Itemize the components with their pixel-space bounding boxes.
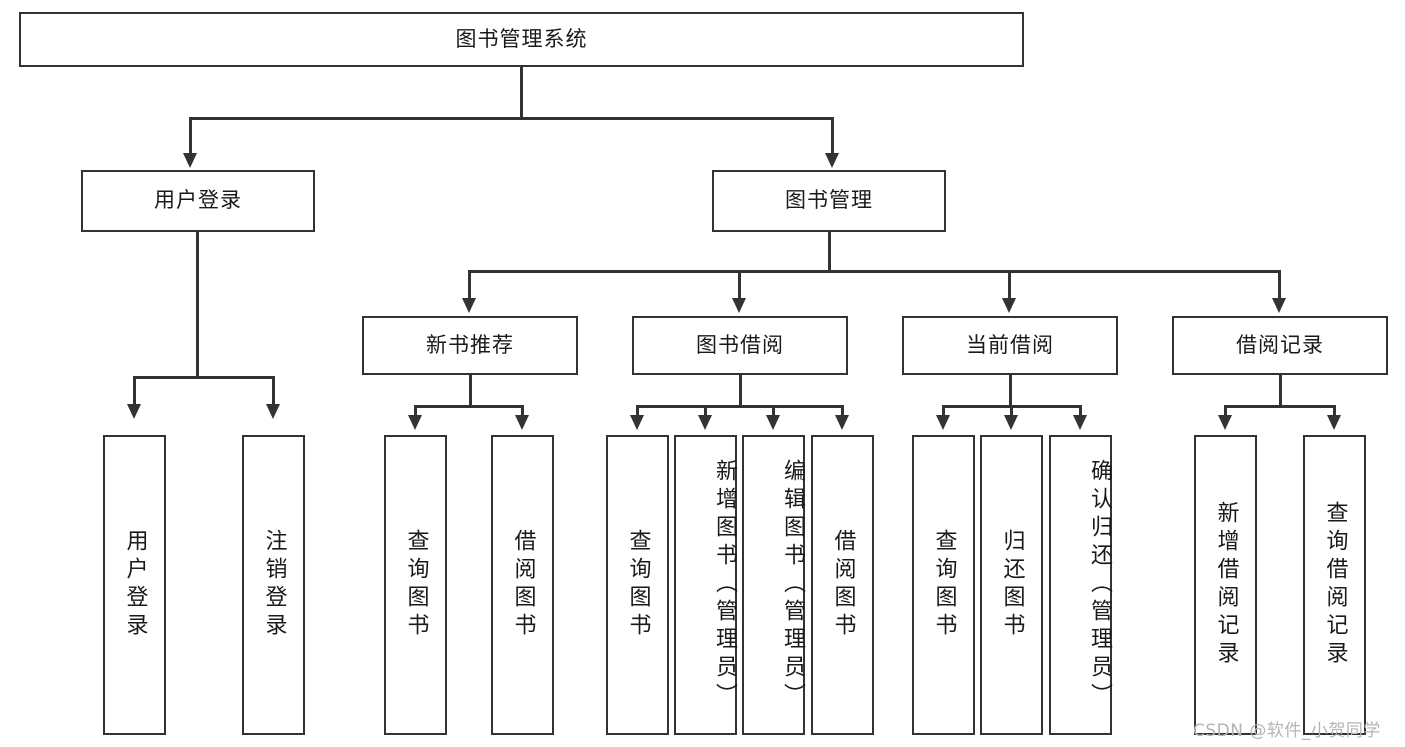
leaf-label: 新增图书（管理员）	[712, 459, 737, 711]
node-book-borrow[interactable]: 图书借阅	[632, 316, 848, 375]
node-book-management[interactable]: 图书管理	[712, 170, 946, 232]
arrow-to-borrow-record	[1272, 298, 1286, 313]
connector-new-book-drop-1	[414, 405, 417, 417]
node-user-login[interactable]: 用户登录	[81, 170, 315, 232]
leaf-label: 查询图书	[403, 529, 429, 641]
connector-current-borrow-drop-2	[1010, 405, 1013, 417]
connector-user-login-drop-2	[272, 376, 275, 406]
connector-book-borrow-drop-2	[704, 405, 707, 417]
node-current-borrow[interactable]: 当前借阅	[902, 316, 1118, 375]
connector-book-borrow-drop-3	[772, 405, 775, 417]
leaf-label: 编辑图书（管理员）	[780, 459, 805, 711]
node-label: 借阅记录	[1236, 332, 1324, 357]
node-label: 新书推荐	[426, 332, 514, 357]
connector-level2-drop-2	[831, 117, 834, 155]
connector-user-login-drop-1	[133, 376, 136, 406]
arrow-to-leaf-query-book-3	[936, 415, 950, 430]
arrow-to-leaf-borrow-book-2	[835, 415, 849, 430]
arrow-to-leaf-borrow-book-1	[515, 415, 529, 430]
arrow-to-leaf-logout	[266, 404, 280, 419]
arrow-to-leaf-user-login	[127, 404, 141, 419]
leaf-confirm-return-admin[interactable]: 确认归还（管理员）	[1049, 435, 1112, 735]
connector-current-borrow-drop-1	[942, 405, 945, 417]
leaf-query-book-current[interactable]: 查询图书	[912, 435, 975, 735]
arrow-to-leaf-add-book	[698, 415, 712, 430]
leaf-label: 用户登录	[122, 529, 148, 641]
leaf-borrow-book-new-recommend[interactable]: 借阅图书	[491, 435, 554, 735]
connector-borrow-record-stem	[1279, 375, 1282, 407]
connector-level2-drop-1	[189, 117, 192, 155]
node-label: 当前借阅	[966, 332, 1054, 357]
leaf-logout[interactable]: 注销登录	[242, 435, 305, 735]
arrow-to-book-management	[825, 153, 839, 168]
leaf-label: 注销登录	[261, 529, 287, 641]
connector-level3-drop-4	[1278, 270, 1281, 300]
connector-book-borrow-stem	[739, 375, 742, 407]
leaf-label: 借阅图书	[830, 529, 856, 641]
arrow-to-leaf-query-borrow-record	[1327, 415, 1341, 430]
connector-borrow-record-drop-2	[1333, 405, 1336, 417]
arrow-to-new-book-recommend	[462, 298, 476, 313]
leaf-label: 借阅图书	[510, 529, 536, 641]
leaf-borrow-book-borrow[interactable]: 借阅图书	[811, 435, 874, 735]
node-root-book-management-system[interactable]: 图书管理系统	[19, 12, 1024, 67]
leaf-query-borrow-record[interactable]: 查询借阅记录	[1303, 435, 1366, 735]
connector-current-borrow-drop-3	[1079, 405, 1082, 417]
connector-root-stem	[520, 67, 523, 118]
leaf-edit-book-admin[interactable]: 编辑图书（管理员）	[742, 435, 805, 735]
node-borrow-record[interactable]: 借阅记录	[1172, 316, 1388, 375]
node-label: 图书管理系统	[455, 26, 588, 51]
node-new-book-recommend[interactable]: 新书推荐	[362, 316, 578, 375]
connector-book-management-stem	[828, 232, 831, 272]
connector-new-book-bus	[414, 405, 524, 408]
connector-borrow-record-bus	[1224, 405, 1336, 408]
connector-book-borrow-drop-4	[841, 405, 844, 417]
connector-level3-bus	[468, 270, 1280, 273]
arrow-to-leaf-query-book-2	[630, 415, 644, 430]
arrow-to-leaf-add-borrow-record	[1218, 415, 1232, 430]
leaf-label: 查询借阅记录	[1322, 501, 1348, 669]
connector-book-borrow-drop-1	[636, 405, 639, 417]
leaf-label: 查询图书	[625, 529, 651, 641]
leaf-return-book[interactable]: 归还图书	[980, 435, 1043, 735]
leaf-user-login[interactable]: 用户登录	[103, 435, 166, 735]
connector-level3-drop-1	[468, 270, 471, 300]
arrow-to-current-borrow	[1002, 298, 1016, 313]
node-label: 图书管理	[785, 188, 873, 213]
connector-new-book-stem	[469, 375, 472, 407]
leaf-label: 新增借阅记录	[1213, 501, 1239, 669]
connector-level3-drop-2	[738, 270, 741, 300]
arrow-to-leaf-edit-book	[766, 415, 780, 430]
leaf-add-borrow-record[interactable]: 新增借阅记录	[1194, 435, 1257, 735]
node-label: 图书借阅	[696, 332, 784, 357]
leaf-label: 确认归还（管理员）	[1087, 459, 1112, 711]
leaf-label: 归还图书	[999, 529, 1025, 641]
connector-level2-bus	[189, 117, 834, 120]
connector-user-login-stem	[196, 232, 199, 378]
leaf-query-book-new-recommend[interactable]: 查询图书	[384, 435, 447, 735]
connector-borrow-record-drop-1	[1224, 405, 1227, 417]
connector-current-borrow-stem	[1009, 375, 1012, 407]
arrow-to-leaf-return-book	[1004, 415, 1018, 430]
connector-new-book-drop-2	[521, 405, 524, 417]
arrow-to-book-borrow	[732, 298, 746, 313]
arrow-to-leaf-confirm-return	[1073, 415, 1087, 430]
node-label: 用户登录	[154, 188, 242, 213]
connector-book-borrow-bus	[636, 405, 844, 408]
leaf-label: 查询图书	[931, 529, 957, 641]
csdn-watermark: CSDN @软件_小贺同学	[1193, 721, 1381, 741]
connector-level3-drop-3	[1008, 270, 1011, 300]
arrow-to-leaf-query-book-1	[408, 415, 422, 430]
arrow-to-user-login	[183, 153, 197, 168]
leaf-add-book-admin[interactable]: 新增图书（管理员）	[674, 435, 737, 735]
connector-user-login-bus	[133, 376, 275, 379]
leaf-query-book-borrow[interactable]: 查询图书	[606, 435, 669, 735]
